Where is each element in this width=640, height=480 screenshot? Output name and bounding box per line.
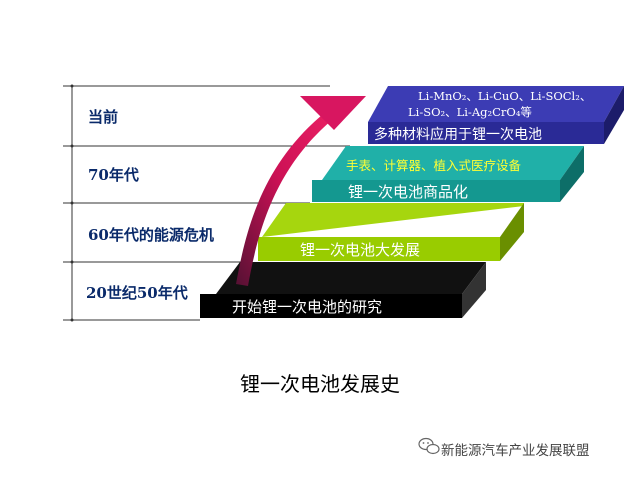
step-1-block bbox=[200, 262, 486, 318]
step-3-side-face bbox=[560, 146, 584, 202]
brand-watermark: 新能源汽车产业发展联盟 bbox=[418, 437, 590, 459]
brand-name: 新能源汽车产业发展联盟 bbox=[441, 442, 590, 459]
step-2-front-face bbox=[258, 237, 500, 261]
step-2-label: 锂一次电池大发展 bbox=[300, 241, 420, 259]
step-4-front-face bbox=[368, 122, 604, 144]
step-3-front-face bbox=[312, 180, 560, 202]
timeline-dot bbox=[70, 201, 74, 205]
timeline bbox=[63, 84, 350, 322]
step-2-top-face bbox=[262, 203, 524, 237]
step-4-note-line2: Li-SO₂、Li-Ag₂CrO₄等 bbox=[408, 105, 532, 119]
progress-arrow bbox=[236, 96, 366, 286]
arrow-head-icon bbox=[300, 96, 366, 130]
step-3-block bbox=[312, 146, 584, 202]
era-label-1970s: 70年代 bbox=[88, 166, 139, 184]
wechat-icon bbox=[418, 437, 440, 455]
step-1-front-face bbox=[200, 294, 462, 318]
era-label-1950s: 20世纪50年代 bbox=[86, 284, 188, 302]
arrow-shaft bbox=[236, 104, 342, 286]
era-label-1960s: 60年代的能源危机 bbox=[88, 226, 214, 244]
step-2-block bbox=[258, 203, 524, 261]
step-1-side-face bbox=[462, 262, 486, 318]
era-label-current: 当前 bbox=[88, 108, 118, 126]
timeline-dot bbox=[70, 84, 74, 88]
step-2-side-face bbox=[500, 203, 524, 261]
timeline-dot bbox=[70, 144, 74, 148]
step-4-label: 多种材料应用于锂一次电池 bbox=[374, 126, 542, 143]
step-3-note: 手表、计算器、植入式医疗设备 bbox=[346, 158, 522, 173]
step-1-top-face bbox=[216, 262, 486, 294]
diagram-title: 锂一次电池发展史 bbox=[240, 372, 400, 396]
timeline-dot bbox=[70, 260, 74, 264]
step-4-side-face bbox=[604, 86, 624, 144]
step-4-block bbox=[368, 86, 624, 144]
step-3-top-face bbox=[322, 146, 584, 180]
step-3-label: 锂一次电池商品化 bbox=[348, 183, 468, 201]
step-1-label: 开始锂一次电池的研究 bbox=[232, 298, 382, 316]
step-4-top-face bbox=[368, 86, 624, 122]
step-4-note-line1: Li-MnO₂、Li-CuO、Li-SOCl₂、 bbox=[418, 89, 591, 103]
timeline-dot bbox=[70, 318, 74, 322]
